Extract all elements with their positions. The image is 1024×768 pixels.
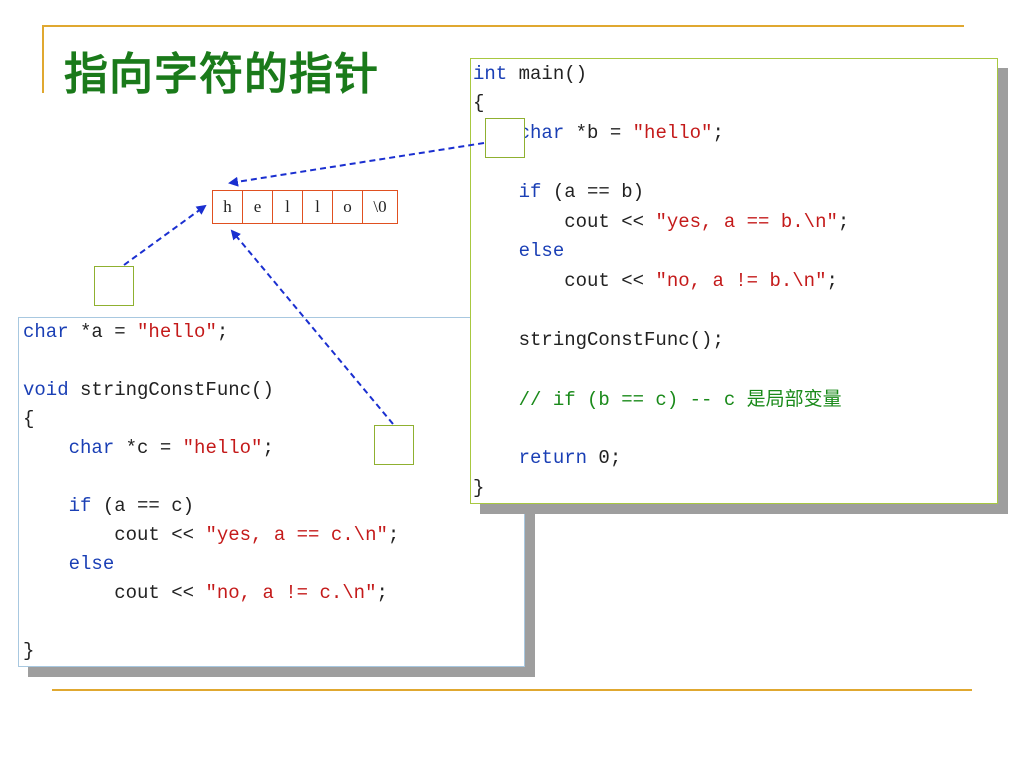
code-string: "yes, a == c.\n": [205, 524, 388, 546]
string-memory-cells: h e l l o \0: [212, 190, 398, 224]
code-text: ;: [387, 524, 400, 546]
code-text: cout <<: [114, 582, 206, 604]
code-text: ;: [826, 270, 838, 292]
code-string: "no, a != c.\n": [205, 582, 377, 604]
code-line: stringConstFunc();: [473, 326, 724, 355]
code-line: cout << "no, a != b.\n";: [473, 267, 838, 296]
code-text: ;: [837, 211, 850, 233]
title-left-bar: [42, 25, 44, 93]
pointer-a-box: [94, 266, 134, 306]
code-line: if (a == b): [473, 178, 644, 207]
code-line: if (a == c): [23, 492, 194, 521]
code-text: main(): [507, 63, 588, 85]
code-keyword: else: [68, 553, 115, 575]
code-line: char *b = "hello";: [473, 119, 724, 148]
code-string: "hello": [137, 321, 217, 343]
code-line: }: [473, 477, 485, 499]
pointer-b-box: [485, 118, 525, 158]
code-text: (a == b): [541, 181, 645, 203]
right-code: int main() { char *b = "hello"; if (a ==…: [471, 59, 849, 499]
arrow-b-to-string: [228, 142, 485, 187]
code-line: // if (b == c) -- c 是局部变量: [473, 385, 842, 414]
code-text: *a =: [68, 321, 138, 343]
bottom-rule: [52, 689, 972, 691]
code-line: return 0;: [473, 444, 622, 473]
memory-cell: \0: [373, 197, 387, 216]
code-keyword: char: [23, 321, 69, 343]
code-line: {: [23, 408, 35, 430]
code-comment: // if (b == c) -- c: [518, 389, 747, 411]
code-comment-cjk: 是局部变量: [746, 388, 842, 410]
arrow-c-to-string: [230, 229, 394, 425]
code-text: stringConstFunc();: [518, 329, 724, 351]
code-text: ;: [262, 437, 274, 459]
memory-cell: h: [213, 191, 243, 223]
code-line: {: [473, 92, 485, 114]
code-line: void stringConstFunc(): [23, 376, 274, 405]
code-text: (a == c): [91, 495, 195, 517]
code-line: int main(): [473, 60, 587, 89]
slide-title: 指向字符的指针: [64, 49, 379, 100]
code-line: }: [23, 640, 35, 662]
code-text: ;: [712, 122, 724, 144]
code-keyword: else: [518, 240, 565, 262]
left-code-panel: char *a = "hello"; void stringConstFunc(…: [18, 317, 525, 667]
code-keyword: if: [518, 181, 542, 203]
code-string: "hello": [182, 437, 263, 459]
code-keyword: char: [68, 437, 115, 459]
code-text: *b =: [564, 122, 633, 144]
code-text: *c =: [114, 437, 183, 459]
code-keyword: if: [68, 495, 92, 517]
code-text: ;: [376, 582, 388, 604]
code-keyword: char: [518, 122, 565, 144]
left-code: char *a = "hello"; void stringConstFunc(…: [19, 318, 399, 662]
code-line: cout << "no, a != c.\n";: [23, 579, 388, 608]
code-text: 0;: [587, 447, 622, 469]
code-string: "no, a != b.\n": [655, 270, 827, 292]
code-text: cout <<: [564, 211, 656, 233]
code-line: else: [473, 237, 565, 266]
code-text: cout <<: [114, 524, 206, 546]
arrow-a-to-string: [123, 204, 207, 266]
memory-cell: e: [243, 191, 273, 223]
right-code-panel: int main() { char *b = "hello"; if (a ==…: [470, 58, 998, 504]
code-string: "hello": [632, 122, 713, 144]
code-keyword: void: [23, 379, 69, 401]
memory-cell: l: [273, 191, 303, 223]
code-line: char *c = "hello";: [23, 434, 274, 463]
top-rule: [42, 25, 964, 27]
code-line: char *a = "hello";: [23, 318, 228, 347]
code-text: ;: [216, 321, 229, 343]
code-line: cout << "yes, a == b.\n";: [473, 208, 849, 237]
code-keyword: int: [473, 63, 508, 85]
pointer-c-box: [374, 425, 414, 465]
code-line: cout << "yes, a == c.\n";: [23, 521, 399, 550]
code-string: "yes, a == b.\n": [655, 211, 838, 233]
memory-cell: l: [303, 191, 333, 223]
code-line: else: [23, 550, 115, 579]
code-keyword: return: [518, 447, 588, 469]
code-text: stringConstFunc(): [68, 379, 274, 401]
code-text: cout <<: [564, 270, 656, 292]
memory-cell: o: [333, 191, 363, 223]
